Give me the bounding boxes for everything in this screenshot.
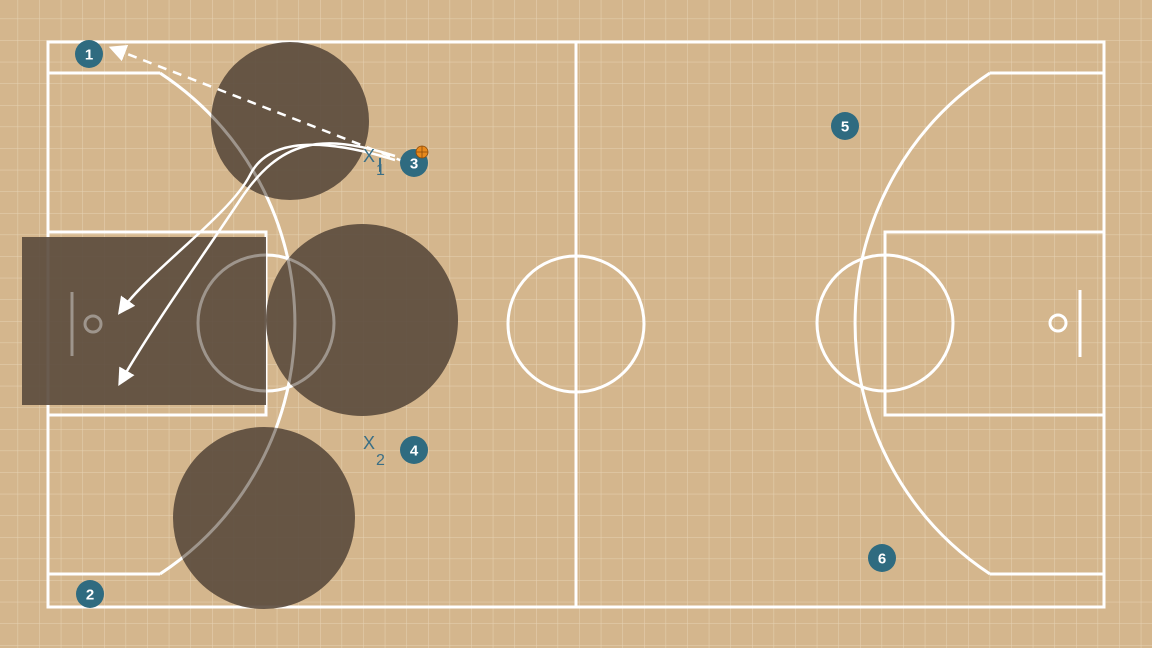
player-6[interactable]: 6: [868, 544, 896, 572]
cut-3-to-post-upper: [117, 143, 396, 315]
defense-players: X 1 X 2: [363, 146, 385, 469]
player-4[interactable]: 4: [400, 436, 428, 464]
player-1-label: 1: [85, 47, 93, 64]
defender-x2-letter: X: [363, 433, 375, 453]
wing-zone-shade-top: [211, 42, 369, 200]
player-5[interactable]: 5: [831, 112, 859, 140]
three-point-arc-right: [853, 71, 991, 576]
free-throw-circle-right: [815, 253, 955, 393]
cut-3-to-post-lower: [118, 142, 396, 387]
player-5-label: 5: [841, 119, 849, 136]
wing-zone-shade-bottom: [173, 427, 355, 609]
player-1[interactable]: 1: [75, 40, 103, 68]
defender-x1[interactable]: X 1: [363, 146, 385, 179]
player-2-label: 2: [86, 587, 94, 604]
player-6-label: 6: [878, 551, 886, 568]
defender-x1-letter: X: [363, 146, 375, 166]
player-3[interactable]: 3: [400, 145, 429, 177]
hoop-right: [1048, 313, 1068, 333]
defender-x2[interactable]: X 2: [363, 433, 385, 469]
elbow-zone-shade: [266, 224, 458, 416]
player-2[interactable]: 2: [76, 580, 104, 608]
key-right: [883, 230, 1106, 417]
paint-zone-shade: [22, 237, 266, 405]
basketball-icon: [415, 145, 429, 159]
center-circle: [506, 254, 646, 394]
pass-3-to-1: [108, 44, 406, 164]
play-actions: [108, 44, 406, 387]
defender-x2-sub: 2: [376, 452, 385, 469]
offense-players: 1 2 3 4 5 6: [75, 40, 896, 608]
defender-x1-sub: 1: [376, 162, 385, 179]
court-lines-through-shade: [70, 71, 336, 576]
player-4-label: 4: [410, 443, 419, 460]
shaded-zones: [22, 42, 458, 609]
player-3-label: 3: [410, 156, 418, 173]
